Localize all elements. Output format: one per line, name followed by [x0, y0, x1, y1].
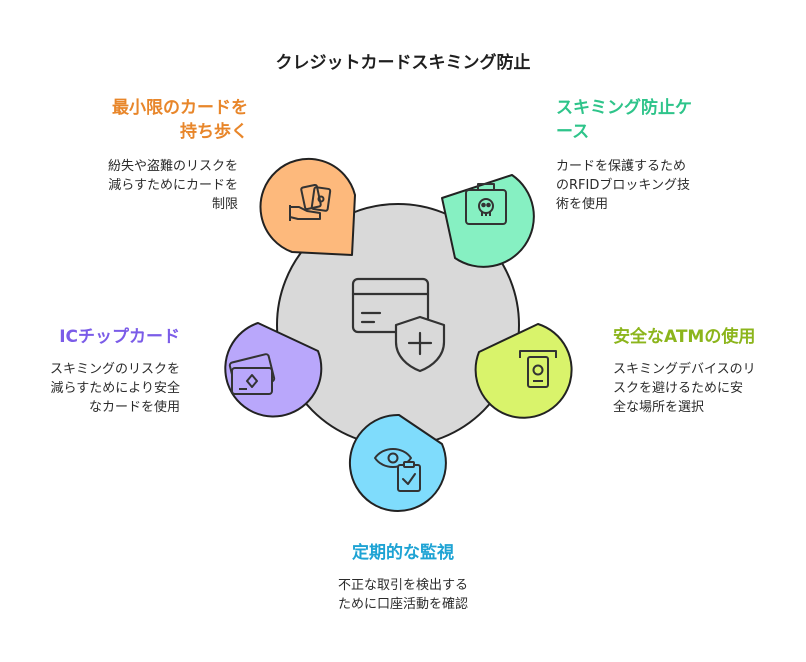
desc-safe-atm: スキミングデバイスのリ スクを避けるために安 全な場所を選択	[613, 362, 756, 415]
diagram-title: クレジットカードスキミング防止	[275, 53, 531, 73]
petal-safe-atm	[474, 323, 573, 419]
cards-in-hand-icon	[289, 183, 332, 221]
petal-regular-monitoring	[348, 413, 447, 512]
desc-anti-skimming-case: カードを保護するため のRFIDブロッキング技 術を使用	[556, 159, 690, 212]
heading-carry-minimal-cards: 最小限のカードを 持ち歩く	[112, 98, 248, 142]
chip-card-icon	[228, 353, 276, 395]
heading-ic-chip-card: ICチップカード	[59, 327, 180, 347]
heading-regular-monitoring: 定期的な監視	[352, 543, 454, 563]
petal-anti-skimming-case	[441, 174, 535, 268]
heading-safe-atm: 安全なATMの使用	[613, 327, 756, 347]
petal-carry-minimal-cards	[259, 157, 356, 256]
card-shield-icon	[351, 277, 446, 373]
desc-ic-chip-card: スキミングのリスクを 減らすためにより安全 なカードを使用	[49, 362, 180, 415]
eye-clipboard-icon	[374, 448, 421, 492]
heading-anti-skimming-case: スキミング防止ケ ース	[556, 98, 692, 142]
atm-icon	[519, 350, 557, 388]
desc-regular-monitoring: 不正な取引を検出する ために口座活動を確認	[337, 578, 468, 612]
desc-carry-minimal-cards: 紛失や盗難のリスクを 減らすためにカードを 制限	[107, 159, 238, 212]
locked-case-icon	[465, 183, 507, 225]
